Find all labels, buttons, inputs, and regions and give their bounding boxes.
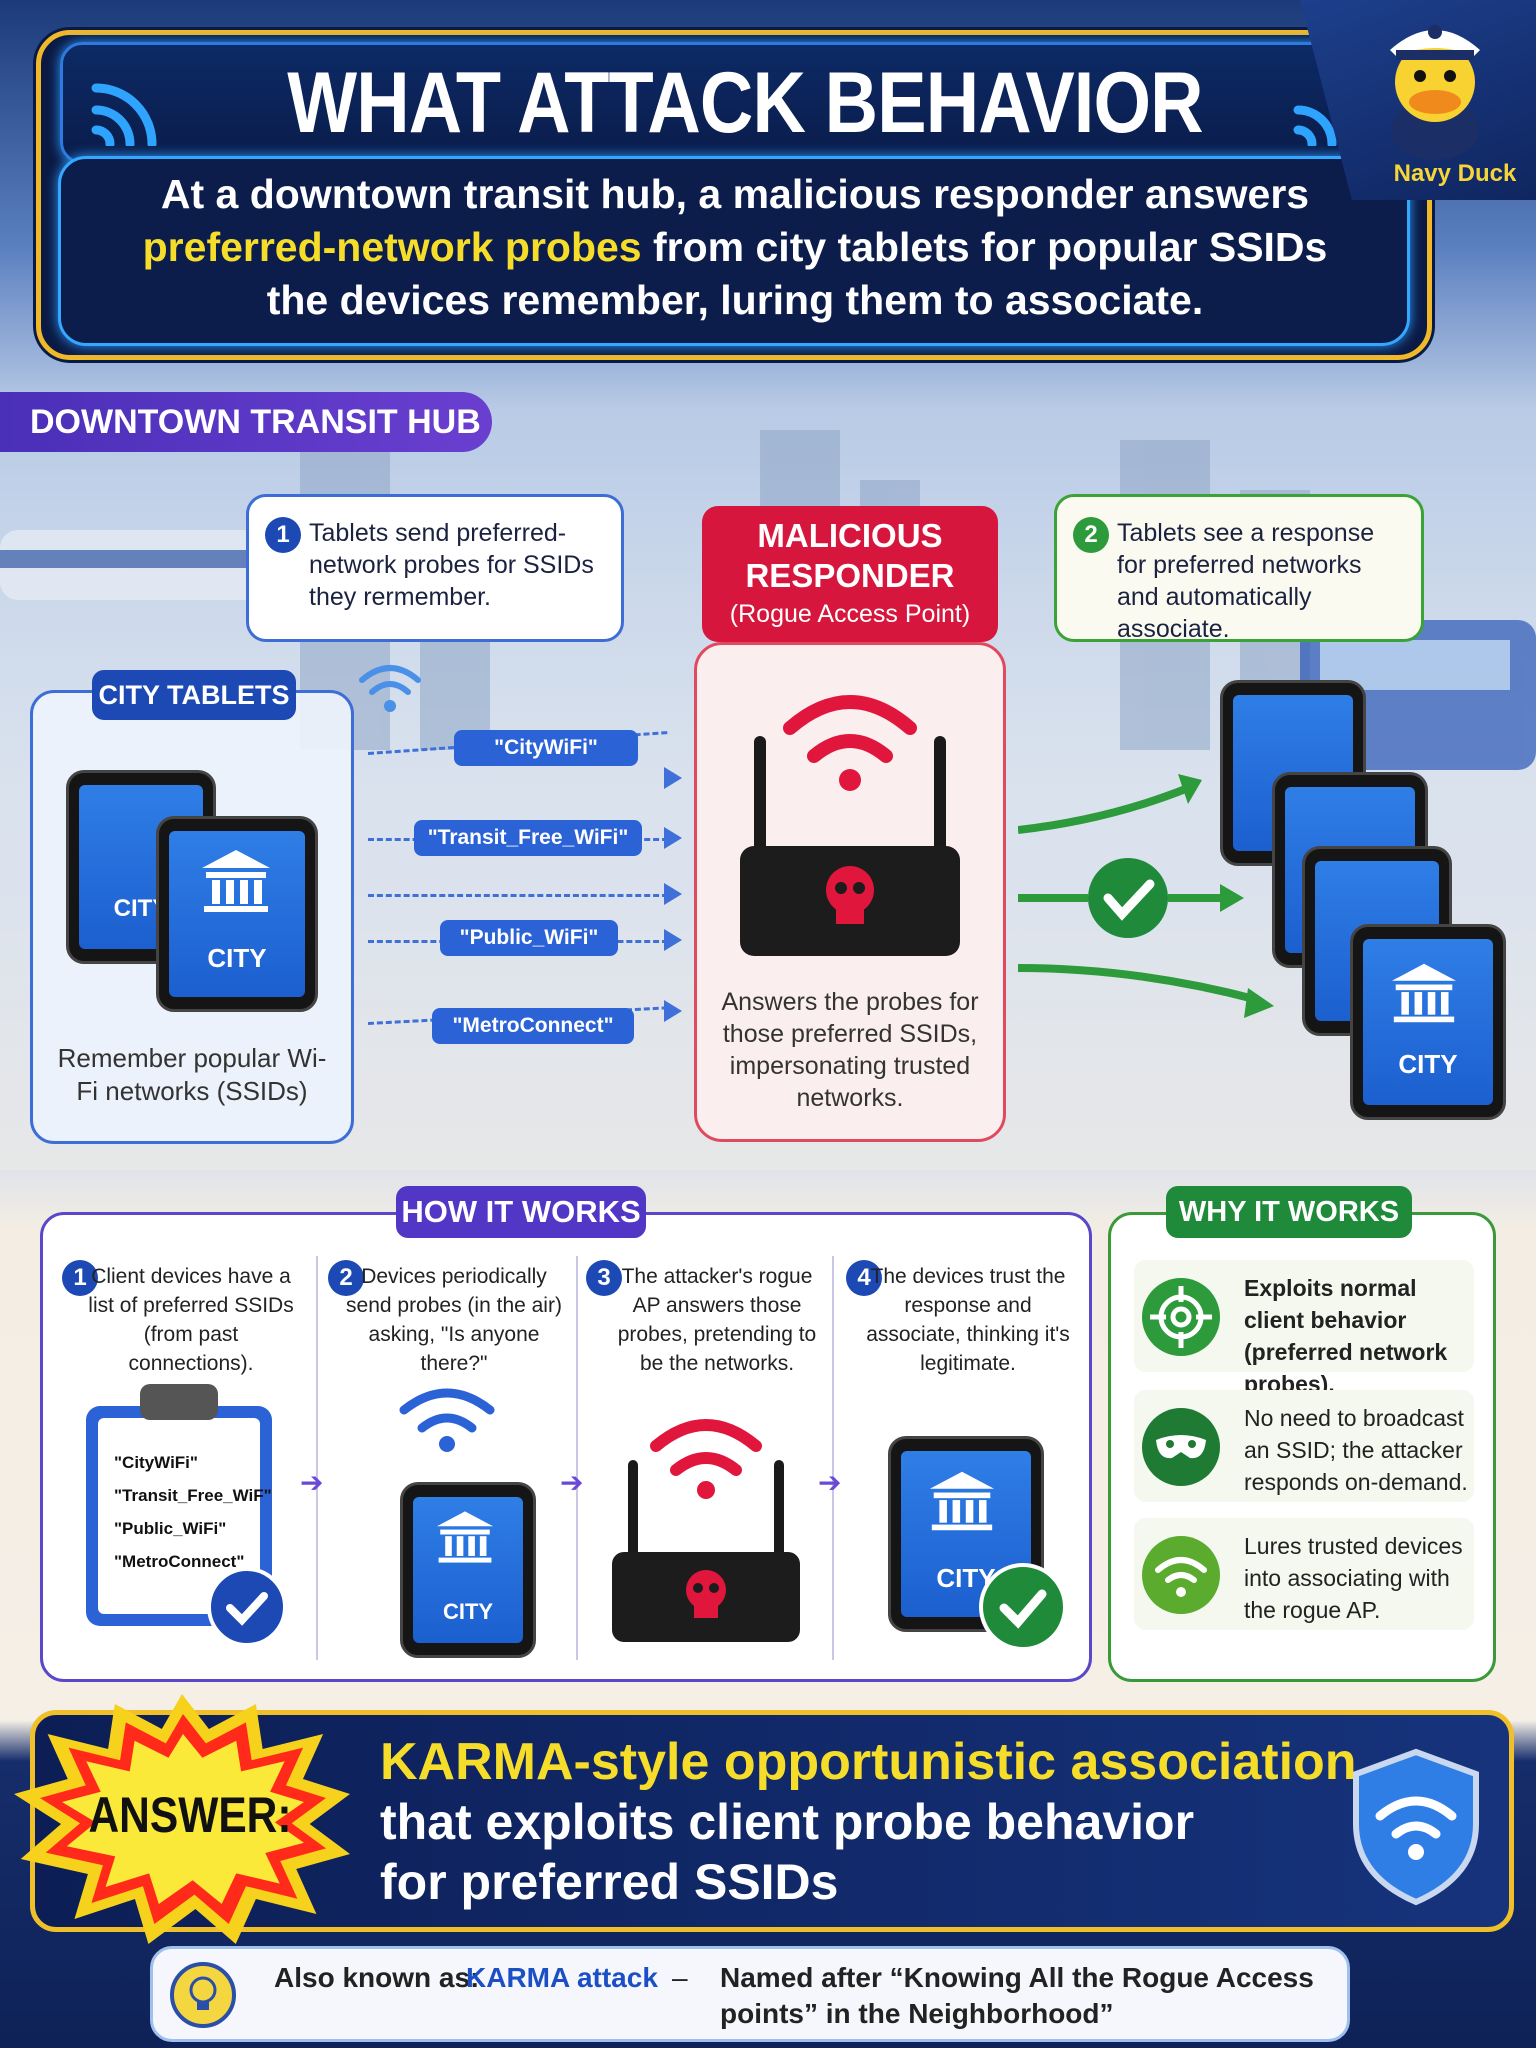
probe-arrowhead [664, 767, 682, 789]
probe-arrowhead [664, 883, 682, 905]
association-arrows [1018, 774, 1274, 1018]
mask-icon [1142, 1408, 1220, 1486]
ssid-label: "CityWiFi" [454, 730, 638, 766]
callout-tablets-send-probes: 1 Tablets send preferred-network probes … [246, 494, 624, 642]
wifi-signal-icon [359, 665, 421, 712]
intro-box [58, 156, 1410, 346]
clipboard-clip [140, 1384, 218, 1420]
ssid-label: "MetroConnect" [432, 1008, 634, 1044]
title-bar [60, 42, 1350, 164]
how-step-1-text: Client devices have a list of preferred … [88, 1265, 294, 1375]
wifi-icon [1142, 1536, 1220, 1614]
answer-line-3: for preferred SSIDs [380, 1854, 839, 1910]
step-divider [316, 1256, 318, 1660]
intro-highlight: preferred-network probes [142, 224, 642, 270]
lightbulb-icon [170, 1962, 236, 2028]
city-hall-building-icon [1391, 963, 1457, 1023]
intro-text: At a downtown transit hub, a malicious r… [142, 171, 1328, 323]
malicious-responder-caption: Answers the probes for those preferred S… [721, 988, 979, 1112]
step-number-badge: 1 [265, 517, 301, 553]
probe-dashed-line [368, 894, 668, 897]
city-hall-building-icon [436, 1511, 494, 1563]
city-hall-building-icon [202, 850, 270, 912]
city-tablet: CITY [156, 816, 318, 1012]
why-item-text: No need to broadcast an SSID; the attack… [1244, 1405, 1468, 1495]
aka-dash: – [672, 1962, 688, 1993]
callout-text: Tablets send preferred-network probes fo… [309, 519, 594, 611]
aka-explanation: Named after “Knowing All the Rogue Acces… [720, 1962, 1314, 2029]
how-step-2-text: Devices periodically send probes (in the… [346, 1265, 562, 1375]
check-icon [207, 1567, 287, 1647]
step-divider [576, 1256, 578, 1660]
step-number-badge: 2 [328, 1260, 364, 1296]
clipboard-ssid: "MetroConnect" [114, 1552, 245, 1571]
clipboard-ssid-list: "CityWiFi" "Transit_Free_WiF" "Public_Wi… [114, 1446, 272, 1578]
malicious-responder-header [702, 506, 998, 642]
why-it-works-tag: WHY IT WORKS [1166, 1186, 1412, 1238]
probe-arrowhead [664, 827, 682, 849]
clipboard-ssid: "Public_WiFi" [114, 1519, 227, 1538]
ssid-label: "Transit_Free_WiFi" [414, 820, 642, 856]
check-icon [979, 1563, 1067, 1651]
target-icon [1142, 1278, 1220, 1356]
answer-label: ANSWER: [88, 1787, 292, 1843]
wifi-icon [1293, 105, 1337, 146]
probe-arrowhead [664, 1000, 682, 1022]
clipboard-ssid: "CityWiFi" [114, 1453, 198, 1472]
city-tablet: CITY [400, 1482, 536, 1658]
why-item-text: Exploits normal client behavior (preferr… [1244, 1275, 1448, 1397]
how-step-3-text: The attacker's rogue AP answers those pr… [617, 1265, 817, 1375]
tablets-caption: Remember popular Wi-Fi networks (SSIDs) [57, 1043, 327, 1106]
city-tablets-tag: CITY TABLETS [92, 670, 296, 720]
step-number-badge: 3 [586, 1260, 622, 1296]
flow-arrow-icon: ➔ [818, 1467, 842, 1498]
section-tag-transit-hub: DOWNTOWN TRANSIT HUB [0, 392, 492, 452]
wifi-probe-icon [399, 1388, 495, 1452]
step-number-badge: 2 [1073, 517, 1109, 553]
step-divider [832, 1256, 834, 1660]
wifi-icon [91, 83, 157, 146]
callout-text: Tablets see a response for preferred net… [1117, 519, 1375, 643]
clipboard-ssid: "Transit_Free_WiF" [114, 1486, 272, 1505]
duck-mascot-icon [1390, 25, 1480, 160]
step-number-badge: 4 [846, 1260, 882, 1296]
aka-attack-name: KARMA attack [466, 1962, 658, 1993]
answer-line-1: KARMA-style opportunistic association [380, 1733, 1357, 1791]
answer-line-2: that exploits client probe behavior [380, 1794, 1195, 1850]
aka-prefix: Also known as: [274, 1962, 480, 1993]
flow-arrow-icon: ➔ [300, 1467, 324, 1498]
how-step-4-text: The devices trust the response and assoc… [866, 1265, 1070, 1375]
how-it-works-tag: HOW IT WORKS [396, 1186, 646, 1238]
rogue-router-icon [612, 1419, 800, 1642]
flow-arrow-icon: ➔ [560, 1467, 584, 1498]
also-known-as-bar [150, 1946, 1350, 2042]
mascot-label: Navy Duck [1393, 160, 1517, 187]
callout-tablets-associate: 2 Tablets see a response for preferred n… [1054, 494, 1424, 643]
why-item-text: Lures trusted devices into associating w… [1244, 1533, 1463, 1623]
city-tablet: CITY [888, 1436, 1044, 1632]
shield-wifi-icon [1353, 1748, 1479, 1906]
step-number-badge: 1 [62, 1260, 98, 1296]
city-hall-building-icon [929, 1471, 995, 1531]
malicious-responder-subtitle: (Rogue Access Point) [729, 600, 971, 628]
ssid-label: "Public_WiFi" [440, 920, 618, 956]
rogue-router-icon [740, 695, 960, 956]
probe-arrowhead [664, 929, 682, 951]
malicious-responder-title: MALICIOUS RESPONDER [745, 517, 955, 594]
